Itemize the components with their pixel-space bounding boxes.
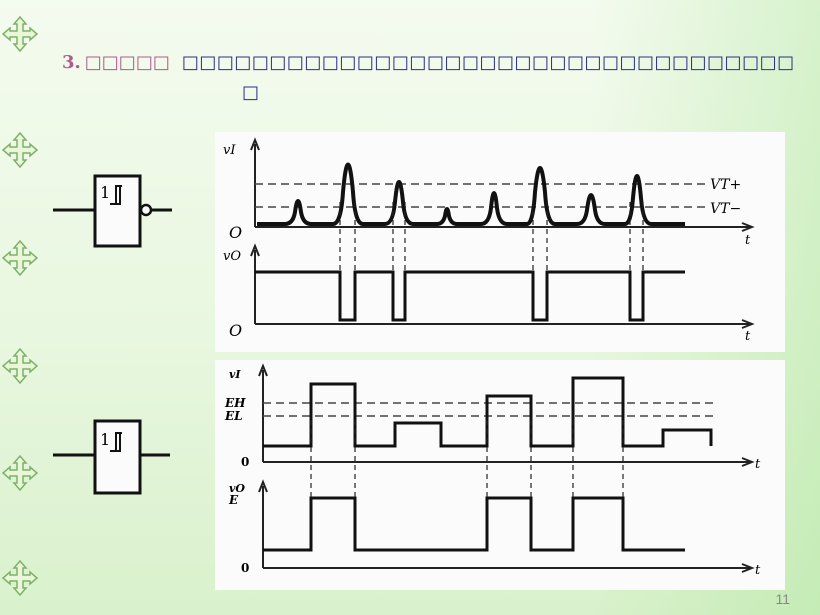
four-way-arrow-icon — [2, 455, 38, 491]
origin-label: O — [229, 223, 242, 242]
output-waveform — [255, 270, 685, 322]
four-way-arrow-icon — [2, 348, 38, 384]
four-way-arrow-icon — [2, 16, 38, 52]
origin-label: 0 — [241, 455, 249, 469]
input-axis-label: vI — [223, 143, 236, 158]
title-tail: □ — [242, 82, 260, 103]
input-waveform — [257, 162, 685, 226]
page-number: 11 — [775, 591, 790, 607]
level-e-label: E — [228, 493, 239, 507]
four-way-arrow-icon — [2, 132, 38, 168]
section-number: 3. — [62, 52, 81, 73]
output-waveform — [263, 496, 685, 552]
time-axis-label: t — [755, 563, 761, 578]
section-heading: □□□□□ — [84, 52, 170, 73]
four-way-arrow-icon — [2, 560, 38, 596]
time-axis-label: t — [755, 457, 761, 472]
slide-title: 3.□□□□□□□□□□□□□□□□□□□□□□□□□□□□□□□□□□□□□□… — [62, 50, 794, 103]
output-axis-label: vO — [229, 482, 245, 495]
time-axis-label: t — [745, 233, 751, 248]
output-axis-label: vO — [223, 249, 241, 264]
gate-symbol-top: 1 — [100, 183, 110, 202]
level-high-label: EH — [224, 396, 246, 410]
top-waveform-diagram: vI vO VT+ VT− O O t t — [215, 132, 785, 352]
schmitt-buffer-gate: 1 — [53, 419, 170, 495]
bottom-waveform-diagram: vI vO EH EL E 0 0 t t — [215, 360, 785, 590]
title-body: □□□□□□□□□□□□□□□□□□□□□□□□□□□□□□□□□□□ — [181, 52, 795, 73]
four-way-arrow-icon — [2, 240, 38, 276]
origin-label: 0 — [241, 561, 249, 575]
threshold-high-label: VT+ — [710, 177, 741, 193]
gate-symbol-bottom: 1 — [100, 430, 110, 449]
schmitt-inverter-gate: 1 — [53, 174, 172, 248]
threshold-low-label: VT− — [710, 201, 741, 217]
origin-label: O — [229, 321, 242, 340]
level-low-label: EL — [224, 409, 243, 423]
input-waveform — [263, 376, 713, 448]
input-axis-label: vI — [229, 368, 241, 381]
time-axis-label: t — [745, 329, 751, 344]
